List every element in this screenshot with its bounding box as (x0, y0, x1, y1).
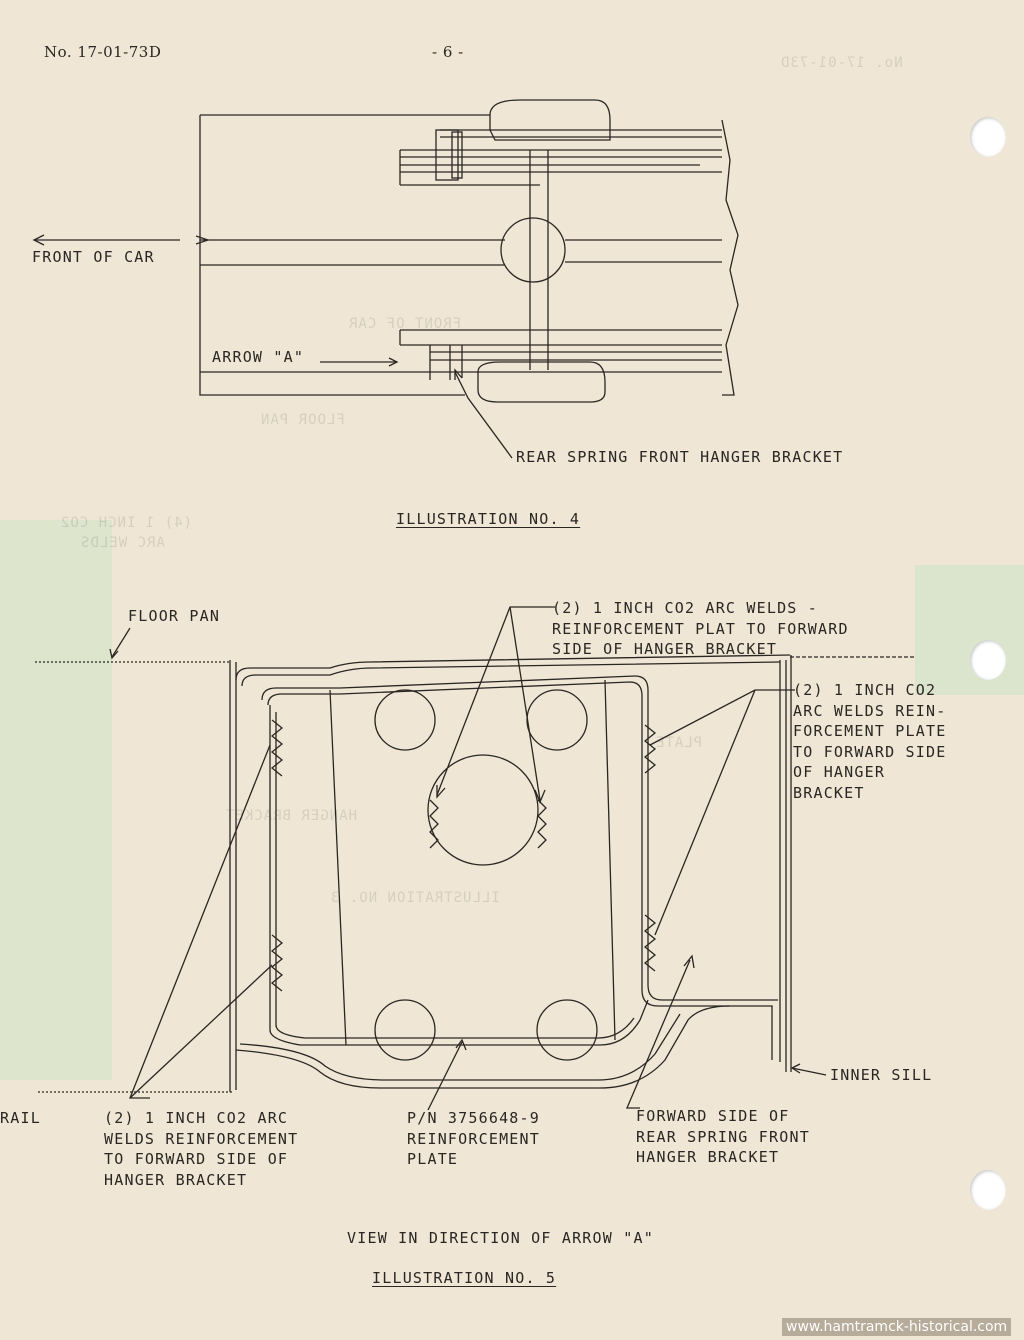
forward-side-line-2: REAR SPRING FRONT (636, 1127, 810, 1146)
left-weld-callout-line-2: WELDS REINFORCEMENT (104, 1129, 299, 1148)
illustration-4-drawing (32, 99, 739, 459)
view-direction-caption: VIEW IN DIRECTION OF ARROW "A" (347, 1229, 654, 1247)
forward-side-line-3: HANGER BRACKET (636, 1148, 780, 1166)
paper-stain-right (915, 565, 1024, 695)
right-weld-callout-line-3: FORCEMENT PLATE (793, 722, 947, 740)
arrow-a-label: ARROW "A" (212, 348, 305, 366)
left-weld-callout-line-1: (2) 1 INCH CO2 ARC (104, 1109, 289, 1127)
part-number-line-1: P/N 3756648-9 (407, 1109, 540, 1127)
part-number-line-2: REINFORCEMENT (407, 1129, 540, 1148)
top-weld-callout-line-2: REINFORCEMENT PLAT TO FORWARD (552, 619, 849, 638)
right-weld-callout-line-2: ARC WELDS REIN- (793, 701, 947, 720)
inner-sill-label: INNER SILL (830, 1066, 933, 1084)
illustration-4-caption: ILLUSTRATION NO. 4 (396, 510, 581, 528)
site-watermark: www.hamtramck-historical.com (782, 1318, 1012, 1336)
illustration-5-drawing (35, 606, 915, 1111)
punch-hole-top (970, 117, 1006, 157)
part-number-line-3: PLATE (407, 1150, 459, 1168)
right-weld-callout-line-4: TO FORWARD SIDE (793, 742, 947, 761)
paper-stain-left (0, 520, 112, 1080)
top-weld-callout-line-1: (2) 1 INCH CO2 ARC WELDS - (552, 599, 818, 617)
punch-hole-middle (970, 640, 1006, 680)
rear-spring-bracket-label: REAR SPRING FRONT HANGER BRACKET (516, 448, 844, 466)
front-of-car-label: FRONT OF CAR (32, 248, 155, 266)
top-weld-callout-line-3: SIDE OF HANGER BRACKET (552, 640, 778, 658)
part-number-label: P/N 3756648-9 REINFORCEMENT PLATE (407, 1108, 540, 1170)
top-weld-callout: (2) 1 INCH CO2 ARC WELDS - REINFORCEMENT… (552, 598, 849, 660)
forward-side-line-1: FORWARD SIDE OF (636, 1107, 790, 1125)
illustration-5-caption: ILLUSTRATION NO. 5 (372, 1269, 557, 1287)
right-weld-callout-line-1: (2) 1 INCH CO2 (793, 681, 937, 699)
document-number: No. 17-01-73D (44, 43, 162, 61)
left-weld-callout: (2) 1 INCH CO2 ARC WELDS REINFORCEMENT T… (104, 1108, 298, 1190)
page-number: - 6 - (432, 43, 464, 61)
rail-label: RAIL (0, 1109, 41, 1127)
floor-pan-label: FLOOR PAN (128, 607, 221, 625)
punch-hole-bottom (970, 1170, 1006, 1210)
right-weld-callout-line-5: OF HANGER (793, 763, 886, 781)
forward-side-label: FORWARD SIDE OF REAR SPRING FRONT HANGER… (636, 1106, 810, 1168)
left-weld-callout-line-3: TO FORWARD SIDE OF (104, 1150, 289, 1168)
left-weld-callout-line-4: HANGER BRACKET (104, 1170, 248, 1189)
right-weld-callout-line-6: BRACKET (793, 783, 865, 802)
right-weld-callout: (2) 1 INCH CO2 ARC WELDS REIN- FORCEMENT… (793, 680, 946, 803)
